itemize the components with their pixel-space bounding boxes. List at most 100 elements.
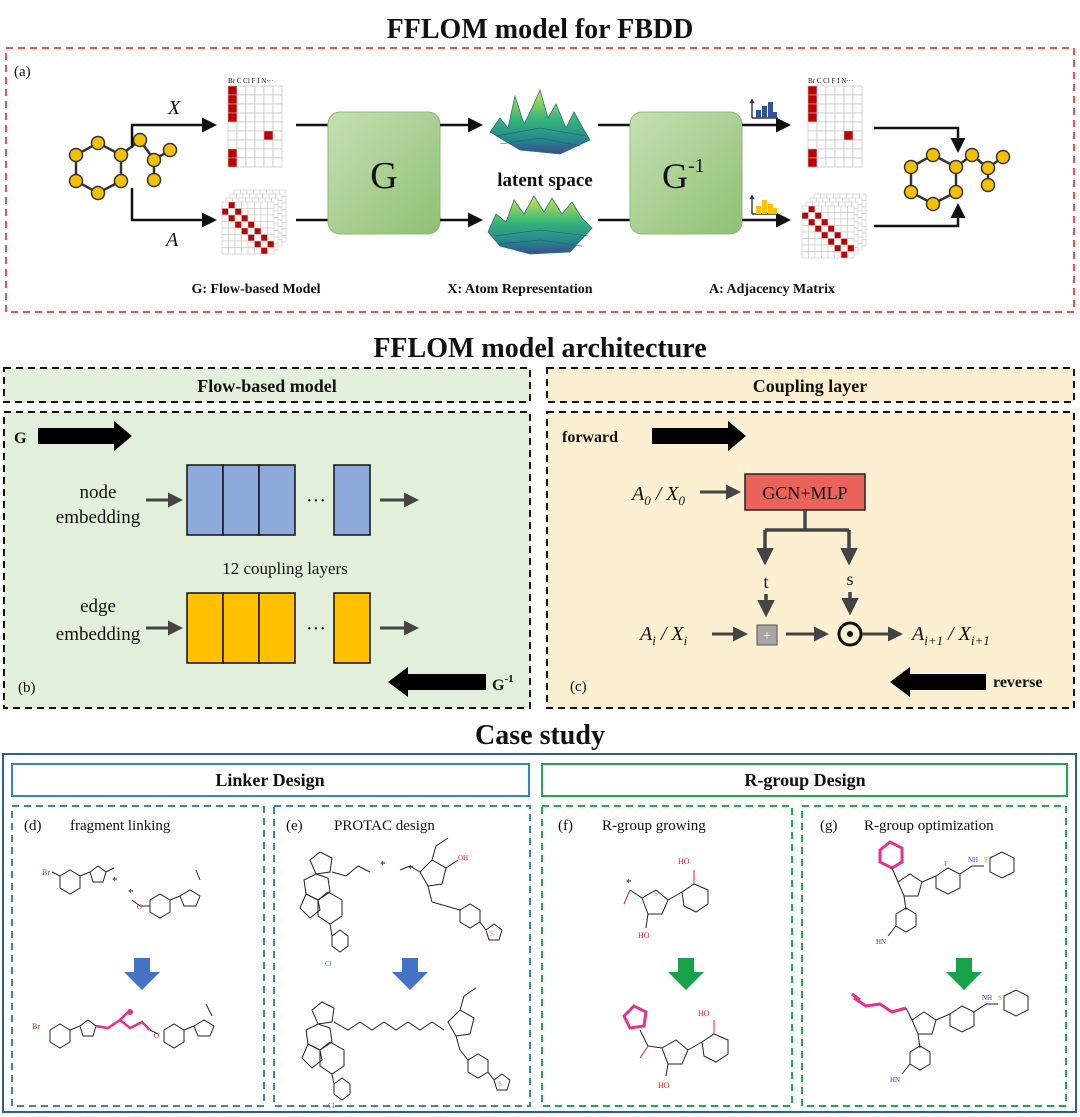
matrix-cell — [840, 238, 848, 246]
matrix-cell — [825, 94, 836, 105]
matrix-cell — [241, 227, 249, 235]
matrix-cell — [254, 240, 262, 248]
matrix-cell — [234, 214, 242, 222]
panel-g-title: R-group optimization — [864, 818, 994, 834]
matrix-cell — [816, 121, 827, 132]
matrix-cell — [263, 121, 274, 132]
matrix-cell — [245, 139, 256, 150]
matrix-cell — [236, 157, 247, 168]
hadamard-operator-dot — [847, 631, 853, 637]
matrix-cell — [241, 240, 249, 248]
matrix-cell — [227, 103, 238, 114]
matrix-cell — [272, 130, 283, 141]
matrix-cell — [827, 238, 835, 246]
matrix-cell — [834, 112, 845, 123]
matrix-cell — [236, 148, 247, 159]
matrix-cell — [236, 139, 247, 150]
input-a0-x0: A0 / X0 — [630, 483, 686, 508]
panel-g-frame — [801, 805, 1067, 1107]
matrix-cell — [272, 139, 283, 150]
matrix-cell — [847, 231, 855, 239]
linker-design-header-box — [11, 763, 530, 797]
matrix-cell — [814, 238, 822, 246]
matrix-cell — [814, 212, 822, 220]
matrix-cell — [260, 208, 268, 216]
matrix-cell — [821, 231, 829, 239]
a-merge-arrow — [874, 203, 966, 228]
matrix-cell — [843, 85, 854, 96]
matrix-cell — [834, 139, 845, 150]
panel-d-frame — [11, 805, 265, 1107]
matrix-cell — [834, 238, 842, 246]
g-f-top: F — [944, 860, 948, 868]
edge-coupling-layers — [186, 592, 371, 664]
panel-f-down-arrow — [668, 958, 704, 990]
matrix-cell — [821, 225, 829, 233]
f-ho-bottom-ring: HO — [638, 931, 650, 940]
e-cl-top: Cl — [325, 960, 332, 968]
panel-a-label: (a) — [14, 64, 31, 80]
matrix-cell — [263, 130, 274, 141]
matrix-cell — [807, 148, 818, 159]
matrix-cell — [263, 85, 274, 96]
matrix-cell — [228, 240, 236, 248]
matrix-cell — [801, 205, 809, 213]
case-study-frame — [2, 753, 1077, 1113]
d-o-top: O — [137, 903, 142, 911]
matrix-cell — [801, 212, 809, 220]
matrix-cell — [236, 94, 247, 105]
matrix-cell — [267, 201, 275, 209]
matrix-cell — [840, 212, 848, 220]
panel-g-fragment — [878, 840, 1015, 937]
matrix-cell — [260, 221, 268, 229]
matrix-cell — [834, 94, 845, 105]
matrix-cell — [272, 121, 283, 132]
matrix-cell — [834, 218, 842, 226]
matrix-cell — [807, 85, 818, 96]
matrix-cell — [241, 208, 249, 216]
matrix-cell — [247, 247, 255, 255]
matrix-cell — [808, 218, 816, 226]
matrix-cell — [821, 218, 829, 226]
matrix-cell — [852, 130, 863, 141]
e-oh-top: OH — [458, 854, 468, 862]
panel-d-down-arrow — [124, 958, 160, 990]
matrix-cell — [267, 240, 275, 248]
matrix-cell — [234, 227, 242, 235]
matrix-cell — [808, 212, 816, 220]
matrix-cell — [834, 157, 845, 168]
matrix-cell — [247, 234, 255, 242]
matrix-cell — [852, 121, 863, 132]
matrix-cell — [245, 157, 256, 168]
panel-e-title: PROTAC design — [334, 818, 435, 834]
matrix-cell — [245, 85, 256, 96]
panel-e-product — [301, 987, 511, 1101]
matrix-cell — [816, 139, 827, 150]
t-label: t — [763, 572, 768, 592]
matrix-cell — [843, 130, 854, 141]
matrix-cell — [808, 244, 816, 252]
matrix-cell — [267, 234, 275, 242]
node-embedding-line1: node — [80, 482, 117, 503]
matrix-cell — [241, 234, 249, 242]
matrix-cell — [267, 227, 275, 235]
matrix-cell — [825, 157, 836, 168]
matrix-cell — [827, 231, 835, 239]
g-s-bottom: S — [998, 994, 1002, 1002]
matrix-cell — [263, 103, 274, 114]
matrix-cell — [827, 244, 835, 252]
matrix-cell — [254, 85, 265, 96]
matrix-cell — [847, 244, 855, 252]
input-ai-xi: Ai / Xi — [638, 623, 688, 648]
matrix-cell — [234, 208, 242, 216]
matrix-cell — [827, 205, 835, 213]
panel-c-header: Coupling layer — [753, 376, 868, 396]
panel-a-frame — [5, 47, 1075, 313]
matrix-cell — [801, 238, 809, 246]
matrix-cell — [234, 240, 242, 248]
matrix-cell — [241, 247, 249, 255]
matrix-cell — [227, 139, 238, 150]
g-hn-bottom: HN — [890, 1076, 900, 1084]
matrix-cell — [814, 231, 822, 239]
matrix-cell — [228, 221, 236, 229]
